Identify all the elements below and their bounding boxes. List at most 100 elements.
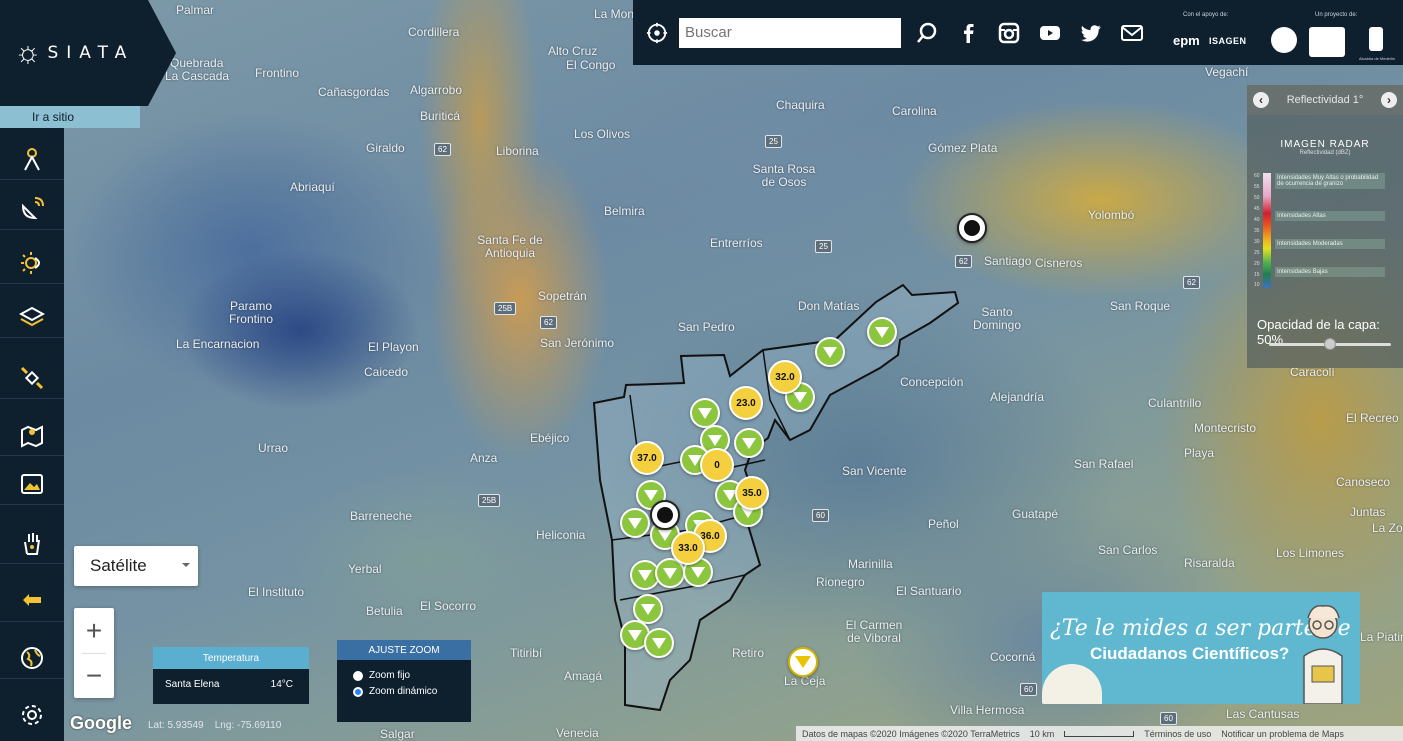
road-shield: 25B: [478, 494, 501, 507]
place-label: Heliconia: [536, 528, 586, 542]
opacity-slider[interactable]: [1269, 338, 1391, 350]
station-marker[interactable]: [690, 398, 720, 428]
station-marker[interactable]: [655, 558, 685, 588]
road-shield: 25B: [494, 302, 517, 315]
legend-tick: 35: [1254, 228, 1260, 234]
isagen-logo[interactable]: ISAGEN: [1209, 36, 1247, 46]
radio-button[interactable]: [353, 670, 363, 681]
station-marker-offline[interactable]: [650, 500, 680, 530]
twitter-link[interactable]: [1076, 18, 1106, 48]
station-value-marker[interactable]: 0: [700, 448, 734, 482]
email-link[interactable]: [1117, 18, 1147, 48]
report-link[interactable]: Notificar un problema de Maps: [1221, 728, 1344, 739]
go-site-button[interactable]: Ir a sitio: [0, 106, 140, 128]
area-metropolitana-logo-icon[interactable]: [1309, 27, 1345, 57]
zoom-adjust-header: AJUSTE ZOOM: [337, 640, 471, 660]
epm-logo[interactable]: epm: [1173, 33, 1200, 48]
place-label: San Jerónimo: [540, 336, 615, 350]
station-marker-offline[interactable]: [957, 213, 987, 243]
station-value-marker[interactable]: 35.0: [735, 476, 769, 510]
place-label: Culantrillo: [1148, 396, 1202, 410]
zoom-out-button[interactable]: −: [85, 659, 103, 691]
zoom-fixed-label: Zoom fijo: [369, 670, 411, 681]
youtube-link[interactable]: [1035, 18, 1065, 48]
place-label: El Recreo: [1346, 411, 1399, 425]
place-label: Frontino: [255, 66, 300, 80]
map-type-select[interactable]: Satélite: [74, 546, 198, 586]
chevron-right-icon[interactable]: ›: [1381, 92, 1397, 108]
sidebar-item-settings[interactable]: [0, 694, 64, 736]
lat-label: Lat:: [148, 720, 165, 731]
satellite-dish-icon: [21, 196, 44, 219]
station-value-marker[interactable]: 37.0: [630, 441, 664, 475]
zoom-control: + −: [74, 608, 114, 698]
road-shield: 62: [1183, 276, 1200, 289]
station-marker[interactable]: [620, 508, 650, 538]
radar-image-subtitle: Reflectividad (dBZ): [1299, 150, 1351, 156]
instagram-icon: [998, 22, 1020, 43]
locate-button[interactable]: [643, 19, 671, 47]
legend-tick: 40: [1254, 217, 1260, 223]
station-value-marker[interactable]: 32.0: [768, 360, 802, 394]
station-marker[interactable]: [644, 628, 674, 658]
sidebar-item-radar[interactable]: [0, 188, 64, 230]
sidebar-item-map-pin[interactable]: [0, 414, 64, 456]
temperature-header: Temperatura: [153, 647, 309, 669]
terms-link[interactable]: Términos de uso: [1144, 728, 1212, 739]
place-label: Las Cantusas: [1226, 707, 1300, 721]
search-input[interactable]: [679, 17, 901, 48]
place-label: Playa: [1184, 446, 1215, 460]
station-marker[interactable]: [867, 317, 897, 347]
station-marker[interactable]: [633, 594, 663, 624]
station-marker-alert[interactable]: [788, 647, 818, 677]
place-label: Giraldo: [366, 141, 405, 155]
station-marker[interactable]: [734, 428, 764, 458]
place-label: El Socorro: [420, 599, 477, 613]
sidebar-item-stations[interactable]: [0, 138, 64, 180]
radar-panel: ‹ Reflectividad 1° › IMAGEN RADAR Reflec…: [1247, 85, 1403, 368]
legend-tick: 60: [1254, 173, 1260, 179]
satellite-icon: [20, 366, 44, 389]
sidebar-item-globe[interactable]: [0, 637, 64, 679]
sidebar-item-layers[interactable]: [0, 296, 64, 338]
place-label: Guatapé: [1012, 507, 1059, 521]
opacity-slider-handle[interactable]: [1324, 338, 1336, 350]
station-value-marker[interactable]: 23.0: [729, 386, 763, 420]
sidebar-item-satellite[interactable]: [0, 357, 64, 399]
legend-tick: 10: [1254, 282, 1260, 288]
place-label: Yolombó: [1088, 208, 1135, 222]
gear-icon: [22, 705, 42, 725]
sponsors: Con el apoyo de: Un proyecto de: epm ISA…: [1163, 0, 1403, 65]
zoom-fixed-option[interactable]: Zoom fijo: [337, 670, 471, 681]
citizen-science-banner[interactable]: ¿Te le mides a ser parte de Ciudadanos C…: [1042, 592, 1360, 704]
place-label: Canoseco: [1336, 475, 1391, 489]
place-label: San Rafael: [1074, 457, 1134, 471]
facebook-link[interactable]: [953, 18, 983, 48]
radio-button-selected[interactable]: [353, 686, 363, 697]
place-label: La Piatina: [1360, 630, 1403, 644]
sidebar-item-alerts[interactable]: [0, 522, 64, 564]
alcaldia-logo-icon[interactable]: [1369, 27, 1383, 51]
shield-logo-icon[interactable]: [1271, 27, 1297, 53]
zoom-in-button[interactable]: +: [85, 614, 103, 646]
sidebar-item-routes[interactable]: [0, 580, 64, 622]
google-logo[interactable]: Google: [70, 713, 132, 733]
place-label: El Congo: [566, 58, 616, 72]
road-shield: 62: [955, 255, 972, 268]
siata-logo[interactable]: ☼ SIATA: [0, 0, 176, 106]
place-label: Cordillera: [408, 25, 460, 39]
mail-icon: [1121, 24, 1143, 41]
radar-image-title: IMAGEN RADAR: [1280, 139, 1370, 150]
zoom-dynamic-option[interactable]: Zoom dinámico: [337, 686, 471, 697]
coordinates-readout: Lat: 5.93549 Lng: -75.69110: [148, 720, 281, 731]
station-marker[interactable]: [815, 337, 845, 367]
place-label: Entrerríos: [710, 236, 763, 250]
temperature-station: Santa Elena: [165, 679, 220, 690]
instagram-link[interactable]: [994, 18, 1024, 48]
chevron-left-icon[interactable]: ‹: [1253, 92, 1269, 108]
sidebar-item-siata[interactable]: [0, 242, 64, 284]
sidebar-item-images[interactable]: [0, 463, 64, 505]
station-value-marker[interactable]: 33.0: [671, 531, 705, 565]
search-button[interactable]: [912, 18, 942, 48]
